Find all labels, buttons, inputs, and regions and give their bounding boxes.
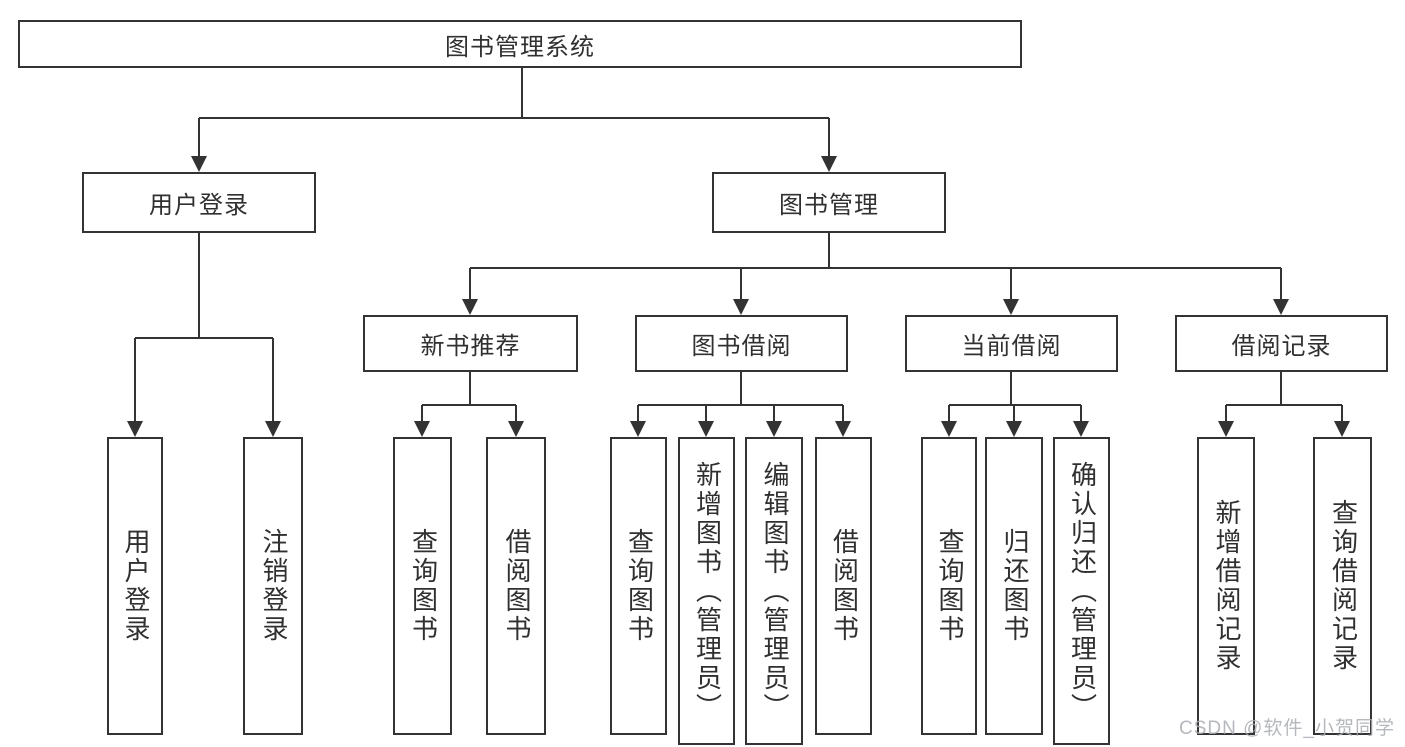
node-label: 图书管理系统 [445, 33, 595, 61]
leaf-borrow-books-recommend: 借阅图书 [486, 437, 546, 735]
node-label: 图书管理 [779, 192, 879, 219]
node-borrow-records: 借阅记录 [1175, 315, 1388, 372]
csdn-watermark: CSDN @软件_小贺同学 [1179, 718, 1395, 739]
leaf-label: 归还图书 [999, 528, 1030, 644]
leaf-query-books-current: 查询图书 [921, 437, 977, 735]
node-new-book-recommend: 新书推荐 [363, 315, 578, 372]
leaf-add-borrow-record: 新增借阅记录 [1197, 437, 1255, 735]
leaf-borrow-books: 借阅图书 [815, 437, 872, 735]
node-root-system: 图书管理系统 [18, 20, 1022, 68]
leaf-query-books-recommend: 查询图书 [393, 437, 452, 735]
leaf-label: 借阅图书 [501, 528, 532, 644]
leaf-label: 新增图书（管理员） [692, 460, 723, 722]
node-label: 新书推荐 [420, 333, 521, 360]
leaf-label: 确认归还（管理员） [1067, 460, 1098, 722]
leaf-return-book: 归还图书 [985, 437, 1043, 735]
leaf-label: 查询借阅记录 [1328, 499, 1359, 673]
leaf-add-book-admin: 新增图书（管理员） [678, 437, 735, 745]
node-label: 用户登录 [149, 192, 249, 219]
node-label: 当前借阅 [961, 333, 1062, 360]
leaf-label: 查询图书 [624, 528, 655, 644]
node-label: 借阅记录 [1231, 333, 1332, 360]
leaf-label: 注销登录 [258, 528, 289, 644]
leaf-user-login: 用户登录 [107, 437, 163, 735]
node-book-borrow: 图书借阅 [635, 315, 848, 372]
node-book-management: 图书管理 [712, 172, 946, 233]
leaf-label: 新增借阅记录 [1211, 499, 1242, 673]
leaf-logout: 注销登录 [243, 437, 303, 735]
leaf-edit-book-admin: 编辑图书（管理员） [745, 437, 803, 745]
node-current-borrow: 当前借阅 [905, 315, 1118, 372]
leaf-label: 查询图书 [934, 528, 965, 644]
node-user-login: 用户登录 [82, 172, 316, 233]
leaf-query-books-borrow: 查询图书 [610, 437, 667, 735]
leaf-label: 借阅图书 [829, 528, 860, 644]
leaf-label: 用户登录 [120, 528, 151, 644]
leaf-label: 编辑图书（管理员） [759, 460, 790, 722]
leaf-confirm-return-admin: 确认归还（管理员） [1053, 437, 1110, 745]
leaf-label: 查询图书 [408, 528, 439, 644]
connector-paths [134, 68, 1343, 421]
leaf-query-borrow-record: 查询借阅记录 [1313, 437, 1372, 735]
node-label: 图书借阅 [691, 333, 792, 360]
